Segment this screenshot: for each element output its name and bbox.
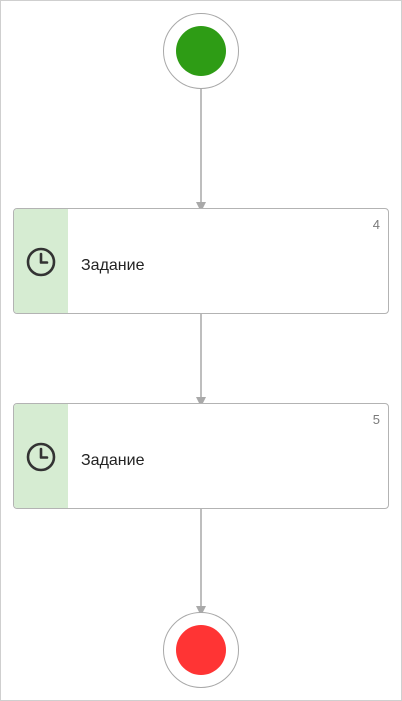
clock-icon bbox=[26, 247, 56, 277]
task-number: 5 bbox=[372, 412, 380, 427]
start-event[interactable] bbox=[163, 13, 239, 89]
task-node-5[interactable]: Задание 5 bbox=[13, 403, 389, 509]
end-event[interactable] bbox=[163, 612, 239, 688]
clock-icon bbox=[26, 442, 56, 472]
task-node-4[interactable]: Задание 4 bbox=[13, 208, 389, 314]
task-label: Задание bbox=[81, 257, 145, 274]
task-number: 4 bbox=[372, 217, 380, 232]
task-label: Задание bbox=[81, 452, 145, 469]
end-event-fill bbox=[176, 625, 226, 675]
start-event-fill bbox=[176, 26, 226, 76]
